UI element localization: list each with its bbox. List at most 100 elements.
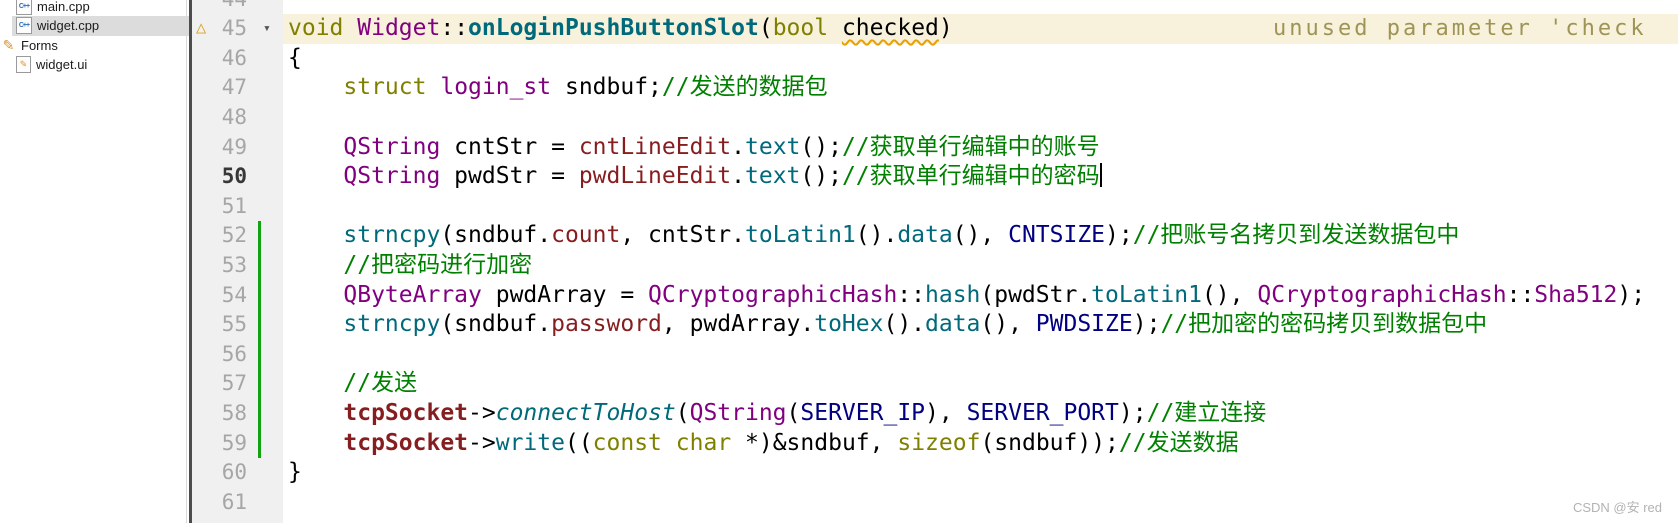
line-number[interactable]: 59 xyxy=(221,430,247,455)
code-token: (sndbuf. xyxy=(440,311,552,338)
line-number[interactable]: 60 xyxy=(221,460,247,485)
line-number[interactable]: 49 xyxy=(221,134,247,159)
line-gutter[interactable]: △45▾ xyxy=(192,14,283,44)
editor-row: 60} xyxy=(192,458,1678,488)
sidebar-item-main-cpp[interactable]: C++main.cpp xyxy=(0,0,202,16)
code-line[interactable]: tcpSocket->write((const char *)&sndbuf, … xyxy=(283,429,1678,459)
line-gutter[interactable]: 44 xyxy=(192,0,283,14)
code-line[interactable] xyxy=(283,488,1678,518)
line-gutter[interactable]: 59 xyxy=(192,428,283,459)
code-line[interactable]: void Widget::onLoginPushButtonSlot(bool … xyxy=(283,14,1678,44)
selection-highlight xyxy=(12,15,202,36)
code-token: . xyxy=(731,133,745,160)
sidebar-item-Forms[interactable]: ✎Forms xyxy=(0,35,187,55)
line-number[interactable]: 54 xyxy=(221,282,247,307)
code-token: SERVER_IP xyxy=(800,399,926,426)
code-token: //建立连接 xyxy=(1146,399,1267,426)
code-line[interactable] xyxy=(283,192,1678,222)
editor-row: 61 xyxy=(192,488,1678,518)
sidebar-edge-line xyxy=(186,0,187,523)
code-token xyxy=(288,74,343,100)
line-gutter[interactable]: 54 xyxy=(192,280,283,311)
code-token: //发送数据 xyxy=(1118,429,1239,456)
line-gutter[interactable]: 53 xyxy=(192,250,283,281)
line-gutter[interactable]: 52 xyxy=(192,221,283,251)
line-gutter[interactable]: 51 xyxy=(192,192,283,222)
code-token: sizeof xyxy=(897,429,981,456)
line-number[interactable]: 46 xyxy=(221,45,247,70)
code-token: char xyxy=(675,429,732,456)
line-number[interactable]: 55 xyxy=(221,312,247,337)
code-token: QByteArray xyxy=(343,281,482,308)
code-line[interactable] xyxy=(283,340,1678,370)
code-token: //获取单行编辑中的账号 xyxy=(841,133,1100,160)
line-gutter[interactable]: 61 xyxy=(192,488,283,518)
code-token: bool xyxy=(772,15,829,42)
code-token xyxy=(288,400,343,426)
line-gutter[interactable]: 49 xyxy=(192,133,283,163)
code-token: ); xyxy=(1118,399,1147,426)
code-line[interactable]: { xyxy=(283,44,1678,74)
line-gutter[interactable]: 50 xyxy=(192,162,283,192)
code-token: tcpSocket xyxy=(343,429,469,456)
editor-row: 53 //把密码进行加密 xyxy=(192,250,1678,281)
line-gutter[interactable]: 57 xyxy=(192,369,283,399)
cpp-file-icon: C++ xyxy=(16,17,32,35)
editor-row: 57 //发送 xyxy=(192,369,1678,399)
code-line[interactable]: tcpSocket->connectToHost(QString(SERVER_… xyxy=(283,399,1678,429)
editor-row: 50 QString pwdStr = pwdLineEdit.text();/… xyxy=(192,162,1678,192)
line-number[interactable]: 47 xyxy=(221,75,247,100)
line-number[interactable]: 56 xyxy=(221,341,247,366)
line-gutter[interactable]: 47 xyxy=(192,73,283,103)
code-token: //把账号名拷贝到发送数据包中 xyxy=(1132,222,1460,249)
line-gutter[interactable]: 58 xyxy=(192,398,283,429)
fold-arrow-icon[interactable]: ▾ xyxy=(263,21,271,37)
code-line[interactable]: struct login_st sndbuf;//发送的数据包 xyxy=(283,73,1678,103)
line-number[interactable]: 51 xyxy=(221,193,247,218)
code-line[interactable]: strncpy(sndbuf.count, cntStr.toLatin1().… xyxy=(283,221,1678,251)
code-token: tcpSocket xyxy=(343,399,469,426)
line-number[interactable]: 61 xyxy=(221,489,247,514)
editor-row: 52 strncpy(sndbuf.count, cntStr.toLatin1… xyxy=(192,221,1678,251)
sidebar-item-label: widget.ui xyxy=(36,57,88,73)
line-gutter[interactable]: 48 xyxy=(192,103,283,133)
code-token: (sndbuf)); xyxy=(980,429,1119,456)
code-token: toHex xyxy=(814,311,884,338)
code-line[interactable]: QString pwdStr = pwdLineEdit.text();//获取… xyxy=(283,162,1678,192)
code-line[interactable]: QString cntStr = cntLineEdit.text();//获取… xyxy=(283,133,1678,163)
code-line[interactable]: } xyxy=(283,458,1678,488)
code-token: -> xyxy=(468,399,496,426)
line-number[interactable]: 48 xyxy=(221,104,247,129)
code-line[interactable]: //把密码进行加密 xyxy=(283,251,1678,281)
line-gutter[interactable]: 46 xyxy=(192,44,283,74)
line-gutter[interactable]: 56 xyxy=(192,339,283,370)
line-gutter[interactable]: 55 xyxy=(192,310,283,340)
line-number[interactable]: 44 xyxy=(222,0,247,14)
code-token: QString xyxy=(343,163,441,190)
editor-row: 44 xyxy=(192,0,1678,14)
code-token: cntStr = xyxy=(440,133,579,160)
line-gutter[interactable]: 60 xyxy=(192,458,283,488)
code-token: (); xyxy=(800,133,842,160)
line-number[interactable]: 53 xyxy=(221,252,247,277)
code-line[interactable] xyxy=(283,103,1678,133)
line-number[interactable]: 45 xyxy=(221,16,247,41)
code-line[interactable]: strncpy(sndbuf.password, pwdArray.toHex(… xyxy=(283,310,1678,340)
sidebar-item-widget-cpp[interactable]: C++widget.cpp xyxy=(0,15,202,36)
code-token: PWDSIZE xyxy=(1035,311,1133,338)
code-editor[interactable]: 44△45▾void Widget::onLoginPushButtonSlot… xyxy=(192,0,1678,517)
line-number-gutter-background xyxy=(192,0,283,523)
line-number[interactable]: 57 xyxy=(221,371,247,396)
code-token: (sndbuf. xyxy=(440,222,552,249)
line-number[interactable]: 52 xyxy=(221,223,247,248)
code-line[interactable] xyxy=(283,0,1678,14)
code-token: checked xyxy=(841,15,939,42)
line-number[interactable]: 50 xyxy=(221,164,247,189)
code-token: (( xyxy=(564,429,593,456)
code-line[interactable]: QByteArray pwdArray = QCryptographicHash… xyxy=(283,281,1678,311)
code-line[interactable]: //发送 xyxy=(283,369,1678,399)
line-number[interactable]: 58 xyxy=(221,400,247,425)
sidebar-item-widget-ui[interactable]: ✎widget.ui xyxy=(0,55,202,75)
sidebar-splitter[interactable] xyxy=(189,0,192,523)
code-token: text xyxy=(745,163,801,190)
